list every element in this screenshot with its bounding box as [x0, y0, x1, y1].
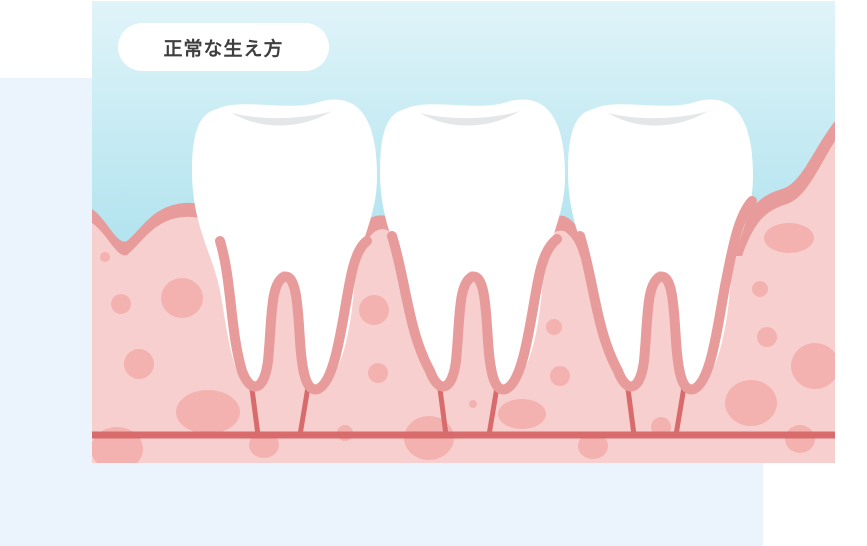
tooth-2: [380, 99, 565, 395]
nerve-lines: [92, 386, 835, 439]
caption-label: 正常な生え方: [118, 23, 329, 71]
tooth-1: [192, 99, 377, 395]
caption-text: 正常な生え方: [163, 37, 284, 60]
teeth-illustration: [92, 1, 835, 463]
tooth-3: [568, 99, 757, 395]
tissue-spots: [92, 223, 835, 463]
